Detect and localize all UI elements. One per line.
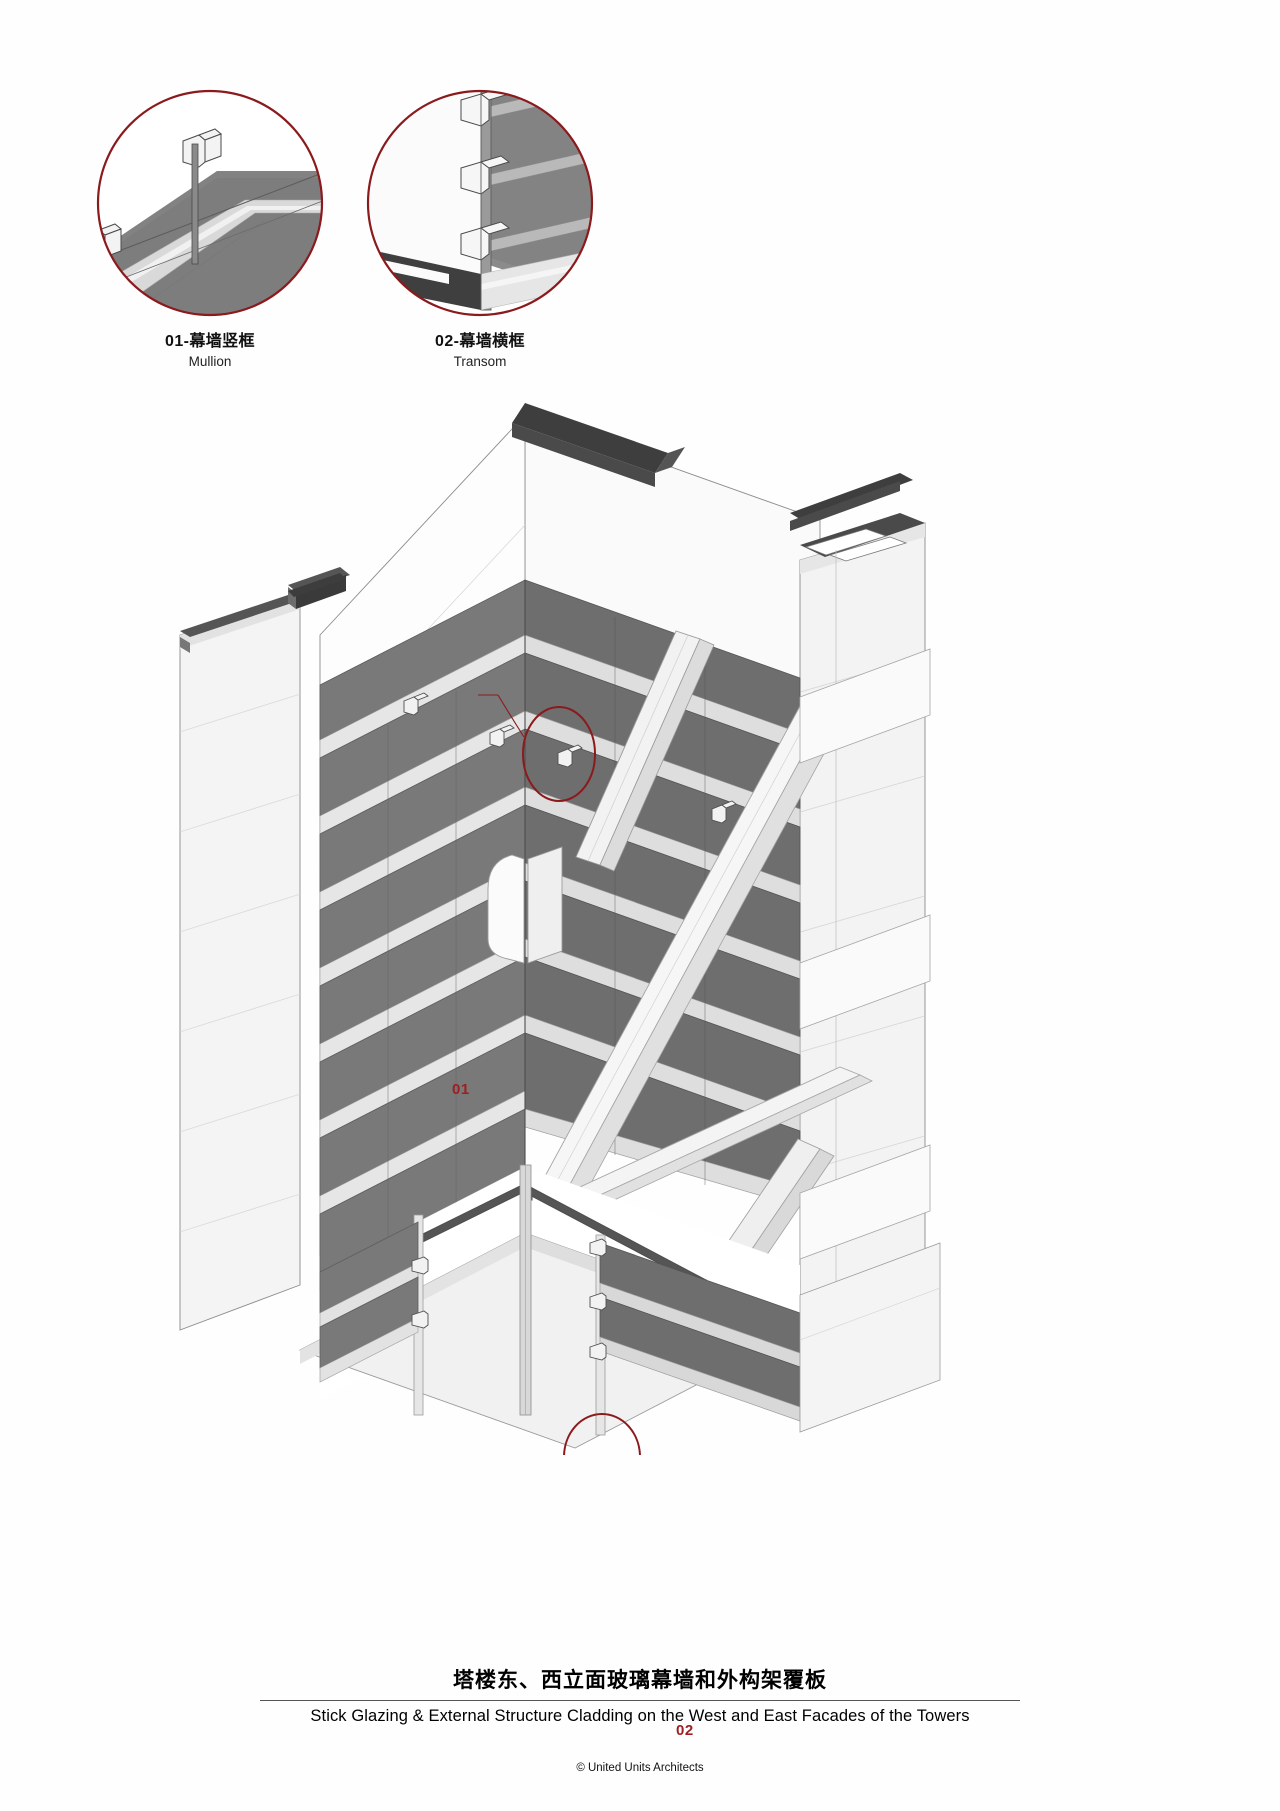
detail-02-caption: 02-幕墙横框 Transom xyxy=(330,332,630,371)
detail-callouts-row: 01-幕墙竖框 Mullion xyxy=(0,88,1280,418)
sheet-caption: 塔楼东、西立面玻璃幕墙和外构架覆板 Stick Glazing & Extern… xyxy=(0,1668,1280,1726)
detail-02-label-cn: 02-幕墙横框 xyxy=(435,333,525,350)
detail-01-artwork xyxy=(98,91,322,315)
axonometric-drawing: 01 02 xyxy=(0,395,1280,1739)
credit-line: © United Units Architects xyxy=(576,1762,704,1774)
callout-01-number: 01 xyxy=(452,1081,470,1098)
detail-01-label-cn: 01-幕墙竖框 xyxy=(165,333,255,350)
detail-02-artwork xyxy=(368,91,592,315)
detail-block-02[interactable]: 02-幕墙横框 Transom xyxy=(330,88,630,371)
caption-title-en: Stick Glazing & External Structure Cladd… xyxy=(310,1707,970,1726)
detail-01-caption: 01-幕墙竖框 Mullion xyxy=(60,332,360,371)
detail-02-label-en: Transom xyxy=(453,354,507,369)
detail-02-ring xyxy=(366,89,594,317)
callout-01-leader xyxy=(497,694,525,738)
detail-01-ring xyxy=(96,89,324,317)
lower-left-glazing xyxy=(319,1221,429,1383)
caption-title-cn: 塔楼东、西立面玻璃幕墙和外构架覆板 xyxy=(453,1669,827,1692)
callout-02-number: 02 xyxy=(676,1722,694,1739)
left-post-cap xyxy=(288,567,350,609)
detail-01-label-en: Mullion xyxy=(188,354,232,369)
callout-01-ring xyxy=(522,706,596,802)
detail-circle-02 xyxy=(365,88,595,318)
detail-circle-01 xyxy=(95,88,325,318)
callout-annotations xyxy=(478,694,641,1455)
caption-divider xyxy=(260,1700,1020,1702)
detail-block-01[interactable]: 01-幕墙竖框 Mullion xyxy=(60,88,360,371)
right-spandrel-wrap xyxy=(799,648,931,1260)
left-cladding-panel xyxy=(179,591,310,1331)
facade-left-face xyxy=(319,579,526,1291)
callout-02-ring xyxy=(563,1413,641,1455)
lower-right-glazing xyxy=(589,1238,801,1422)
base-structure xyxy=(298,1164,941,1449)
external-diagonal-braces xyxy=(487,630,873,1363)
